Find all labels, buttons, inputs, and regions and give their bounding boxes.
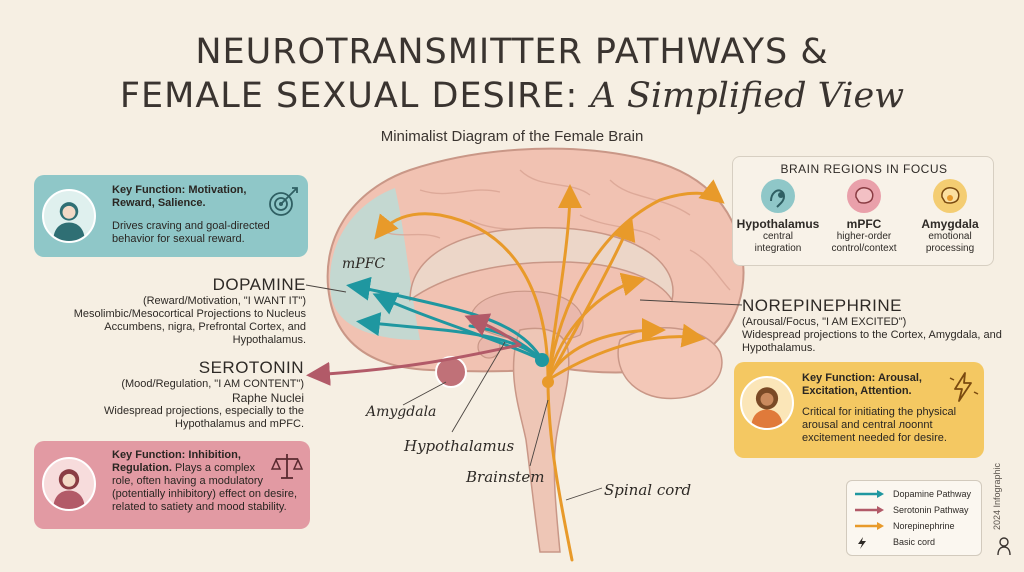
brainstem-shape <box>512 327 570 553</box>
balance-scale-icon <box>270 454 304 479</box>
hypothalamus-label: Hypothalamus <box>404 437 515 455</box>
corpus-callosum <box>409 227 674 302</box>
pathway-legend: Dopamine Pathway Serotonin Pathway Norep… <box>846 480 982 556</box>
region-name: Amygdala <box>921 217 979 231</box>
amygdala-icon <box>933 179 967 213</box>
brain-regions-panel: BRAIN REGIONS IN FOCUS Hypothalamus cent… <box>732 156 994 266</box>
region-desc: central <box>762 231 793 242</box>
norepinephrine-name: NOREPINEPHRINE <box>742 296 903 315</box>
region-name: Hypothalamus <box>736 217 820 231</box>
norepinephrine-desc: Widespread projections to the Cortex, Am… <box>742 329 1002 354</box>
woman-avatar-icon <box>42 457 96 511</box>
gold-arrow-icon <box>855 522 884 530</box>
serotonin-function-card: Key Function: Inhibition, Regulation. Pl… <box>34 441 310 529</box>
norepinephrine-label: NOREPINEPHRINE (Arousal/Focus, "I AM EXC… <box>742 296 1002 355</box>
region-amygdala: Amygdala emotional processing <box>907 179 993 255</box>
serotonin-card-body: role, often having a modulatory (potenti… <box>112 475 298 513</box>
title-line-2: FEMALE SEXUAL DESIRE: A Simplified View <box>0 74 1024 118</box>
norepinephrine-tag: (Arousal/Focus, "I AM EXCITED") <box>742 316 907 328</box>
legend-label: Norepinephrine <box>893 521 955 531</box>
spinal-cord-label: Spinal cord <box>604 481 692 499</box>
target-arrow-icon <box>269 187 298 216</box>
woman-avatar-icon <box>42 189 96 243</box>
region-name: mPFC <box>846 217 882 231</box>
dopamine-card-body: Drives craving and goal-directed behavio… <box>112 220 270 245</box>
vta-node <box>535 353 549 367</box>
region-hypothalamus: Hypothalamus central integration <box>735 179 821 255</box>
region-desc: higher-order <box>836 231 892 242</box>
region-desc: emotional <box>928 231 972 242</box>
dopamine-card-head: Key Function: Motivation, Reward, Salien… <box>112 184 247 209</box>
serotonin-desc: Widespread projections, especially to th… <box>104 405 304 430</box>
amygdala-label: Amygdala <box>366 404 437 420</box>
region-desc: integration <box>754 243 802 254</box>
credit-text: 2024 Infographic <box>992 462 1002 530</box>
title-line-1: NEUROTRANSMITTER PATHWAYS & <box>195 32 829 72</box>
dopamine-function-card: Key Function: Motivation, Reward, Salien… <box>34 175 308 257</box>
norepinephrine-card-head: Key Function: Arousal, Excitation, Atten… <box>802 372 922 397</box>
regions-title: BRAIN REGIONS IN FOCUS <box>780 162 948 176</box>
norepinephrine-function-card: Key Function: Arousal, Excitation, Atten… <box>734 362 984 458</box>
dopamine-desc: Mesolimbic/Mesocortical Projections to N… <box>73 308 306 346</box>
lightning-icon <box>858 537 866 549</box>
dopamine-name: DOPAMINE <box>212 275 306 294</box>
locus-coeruleus-node <box>542 376 554 388</box>
page-subtitle: Minimalist Diagram of the Female Brain <box>380 128 644 145</box>
norepinephrine-card-body: Critical for initiating the physical aro… <box>802 406 957 444</box>
legend-label: Dopamine Pathway <box>893 489 972 499</box>
dopamine-tag: (Reward/Motivation, "I WANT IT") <box>142 295 306 307</box>
lightning-icon <box>949 372 979 402</box>
dopamine-label: DOPAMINE (Reward/Motivation, "I WANT IT"… <box>46 275 306 347</box>
legend-label: Serotonin Pathway <box>893 505 969 515</box>
page-title: NEUROTRANSMITTER PATHWAYS & FEMALE SEXUA… <box>0 30 1024 118</box>
mpfc-label: mPFC <box>342 256 386 272</box>
brainstem-label: Brainstem <box>466 468 545 486</box>
hypothalamus-icon <box>761 179 795 213</box>
amygdala-node <box>435 356 467 388</box>
serotonin-card-head-inline: Plays a complex <box>174 462 256 474</box>
serotonin-card-head-bold: Key Function: Inhibition, Regulation. <box>112 449 241 474</box>
serotonin-name: SEROTONIN <box>198 358 304 377</box>
serotonin-card-head: Key Function: Inhibition, Regulation. Pl… <box>112 449 272 475</box>
region-mpfc: mPFC higher-order control/context <box>821 179 907 255</box>
serotonin-tag: (Mood/Regulation, "I AM CONTENT") <box>121 378 304 390</box>
woman-avatar-icon <box>740 376 794 430</box>
serotonin-label: SEROTONIN (Mood/Regulation, "I AM CONTEN… <box>44 358 304 431</box>
title-line-2-italic: A Simplified View <box>590 76 905 116</box>
title-line-2-plain: FEMALE SEXUAL DESIRE: <box>119 76 591 116</box>
region-desc: control/context <box>831 243 897 254</box>
region-desc: processing <box>925 243 975 254</box>
teal-arrow-icon <box>855 490 884 498</box>
serotonin-origin: Raphe Nuclei <box>231 391 304 405</box>
red-arrow-icon <box>855 506 884 514</box>
legend-label: Basic cord <box>893 537 936 547</box>
mpfc-icon <box>847 179 881 213</box>
person-icon <box>997 537 1011 556</box>
